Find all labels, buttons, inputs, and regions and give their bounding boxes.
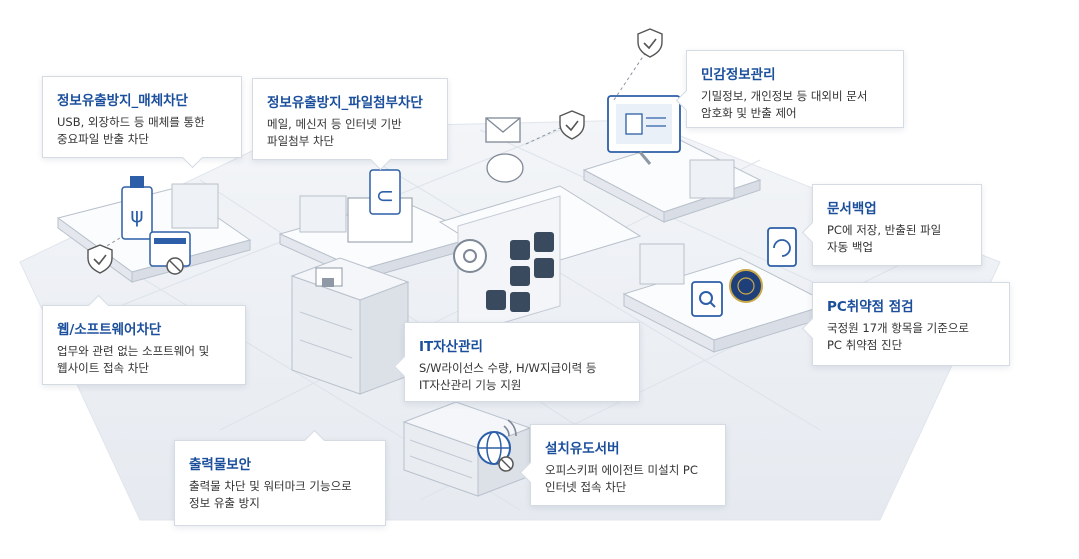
- callout-line: 기밀정보, 개인정보 등 대외비 문서: [701, 89, 868, 103]
- callout-line: 자동 백업: [827, 240, 873, 254]
- callout-line: 업무와 관련 없는 소프트웨어 및: [57, 344, 210, 358]
- callout-install-inducement-server: 설치유도서버 오피스키퍼 에이전트 미설치 PC 인터넷 접속 차단: [530, 424, 726, 506]
- callout-line: 중요파일 반출 차단: [57, 132, 149, 146]
- usb-icon: ψ: [130, 203, 143, 227]
- callout-title: 민감정보관리: [701, 67, 776, 83]
- callout-it-asset-management: IT자산관리 S/W라이선스 수량, H/W지급이력 등 IT자산관리 기능 지…: [404, 322, 640, 402]
- callout-title: 웹/소프트웨어차단: [57, 322, 162, 338]
- lock-icon: [322, 278, 334, 287]
- callout-pc-vulnerability-check: PC취약점 점검 국정원 17개 항목을 기준으로 PC 취약점 진단: [812, 282, 1010, 366]
- callout-attachment-block: 정보유출방지_파일첨부차단 메일, 메신저 등 인터넷 기반 파일첨부 차단: [252, 78, 448, 160]
- callout-media-block: 정보유출방지_매체차단 USB, 외장하드 등 매체를 통한 중요파일 반출 차…: [42, 76, 242, 158]
- desk-privacy: [582, 28, 762, 223]
- callout-line: IT자산관리 기능 지원: [419, 378, 522, 392]
- desk-media: ψ: [56, 176, 252, 283]
- callout-title: 정보유출방지_매체차단: [57, 93, 188, 109]
- callout-title: PC취약점 점검: [827, 299, 914, 315]
- it-asset-station: [438, 185, 642, 337]
- callout-line: 오피스키퍼 에이전트 미설치 PC: [545, 463, 698, 477]
- callout-line: 인터넷 접속 차단: [545, 480, 627, 494]
- paperclip-icon: ⊂: [376, 184, 394, 209]
- printer: [290, 257, 410, 395]
- refresh-document-icon: [773, 239, 791, 257]
- callout-document-backup: 문서백업 PC에 저장, 반출된 파일 자동 백업: [812, 184, 982, 266]
- callout-privacy-management: 민감정보관리 기밀정보, 개인정보 등 대외비 문서 암호화 및 반출 제어: [686, 50, 904, 128]
- callout-line: USB, 외장하드 등 매체를 통한: [57, 115, 205, 129]
- callout-line: 출력물 차단 및 워터마크 기능으로: [189, 479, 352, 493]
- install-server: [402, 401, 532, 497]
- callout-title: IT자산관리: [419, 339, 483, 355]
- callout-line: 암호화 및 반출 제어: [701, 106, 797, 120]
- callout-line: 파일첨부 차단: [267, 134, 335, 148]
- callout-line: PC 취약점 진단: [827, 338, 903, 352]
- callout-line: 국정원 17개 항목을 기준으로: [827, 321, 969, 335]
- callout-print-security: 출력물보안 출력물 차단 및 워터마크 기능으로 정보 유출 방지: [174, 440, 386, 526]
- callout-web-software-block: 웹/소프트웨어차단 업무와 관련 없는 소프트웨어 및 웹사이트 접속 차단: [42, 305, 246, 385]
- callout-line: PC에 저장, 반출된 파일: [827, 223, 942, 237]
- callout-title: 정보유출방지_파일첨부차단: [267, 95, 423, 111]
- callout-line: 정보 유출 방지: [189, 496, 260, 510]
- user-card-icon: [625, 113, 643, 135]
- search-icon: [699, 291, 713, 305]
- callout-line: 메일, 메신저 등 인터넷 기반: [267, 117, 402, 131]
- shield-check-icon: [87, 244, 113, 274]
- callout-title: 문서백업: [827, 201, 877, 217]
- callout-line: 웹사이트 접속 차단: [57, 361, 149, 375]
- chat-bubble-icon: [486, 153, 524, 183]
- shield-check-icon: [559, 110, 585, 140]
- app-grid-icon: [486, 232, 554, 312]
- callout-line: S/W라이선스 수량, H/W지급이력 등: [419, 361, 597, 375]
- agency-seal-icon: [729, 269, 763, 303]
- shield-check-icon: [637, 28, 663, 58]
- callout-title: 출력물보안: [189, 457, 252, 473]
- callout-title: 설치유도서버: [545, 441, 620, 457]
